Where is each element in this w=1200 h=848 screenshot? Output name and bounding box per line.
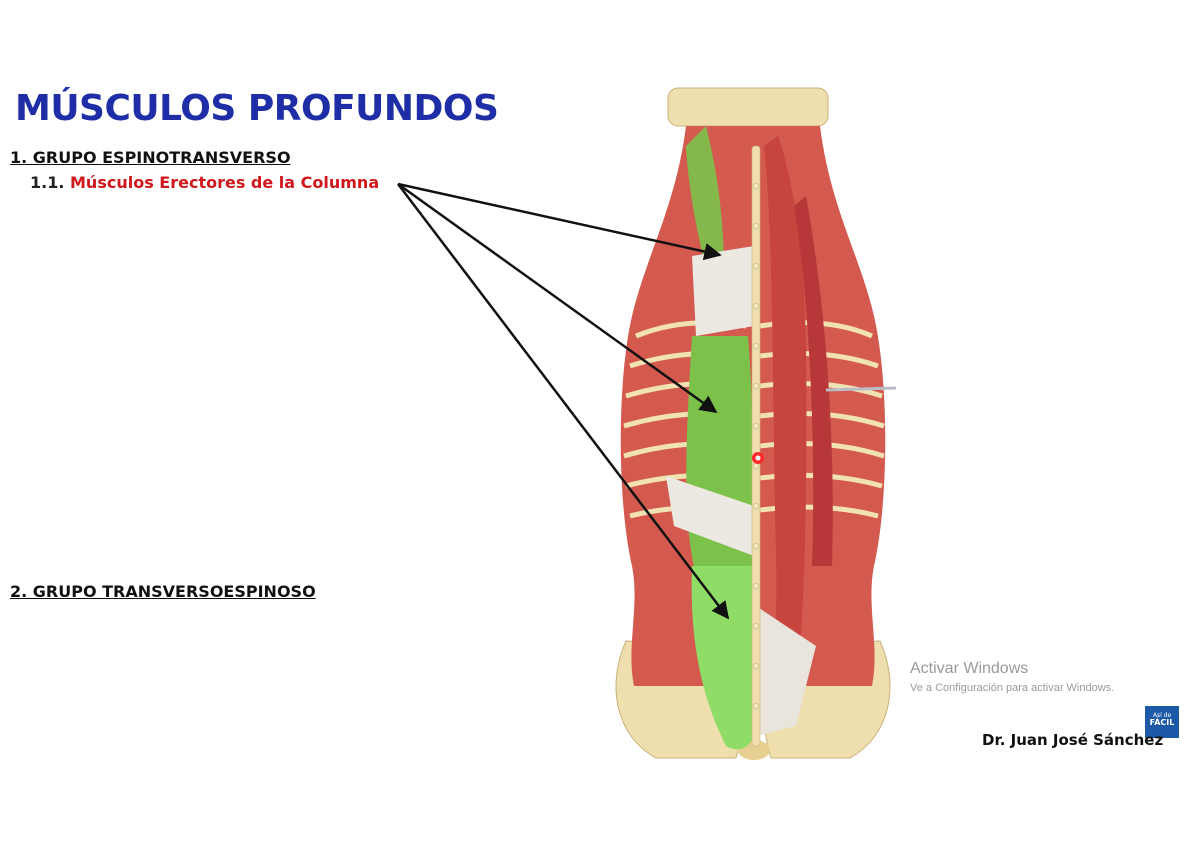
logo-line1: Así de <box>1152 712 1172 719</box>
watermark-line2: Ve a Configuración para activar Windows. <box>910 682 1115 694</box>
probe-needle <box>825 386 897 392</box>
group2-heading: 2. GRUPO TRANSVERSOESPINOSO <box>10 582 316 601</box>
thoracolumbar-fascia <box>756 606 816 736</box>
author-name: Dr. Juan José Sánchez <box>982 731 1164 749</box>
subitem-erectors: 1.1. Músculos Erectores de la Columna <box>30 173 379 192</box>
activate-windows-watermark: Activar Windows Ve a Configuración para … <box>910 660 1114 694</box>
skull-base <box>667 87 829 127</box>
channel-logo: Así de FÁCIL <box>1145 706 1179 738</box>
group1-heading: 1. GRUPO ESPINOTRANSVERSO <box>10 148 291 167</box>
subitem-label: Músculos Erectores de la Columna <box>70 173 380 192</box>
back-muscles-illustration <box>615 87 897 760</box>
laser-pointer-dot <box>752 452 764 464</box>
spine <box>751 145 761 747</box>
subitem-number: 1.1. <box>30 173 65 192</box>
watermark-line1: Activar Windows <box>910 660 1029 677</box>
right-muscle-columns <box>762 136 833 726</box>
logo-line2: FÁCIL <box>1149 718 1175 727</box>
slide-title: MÚSCULOS PROFUNDOS <box>15 88 499 129</box>
